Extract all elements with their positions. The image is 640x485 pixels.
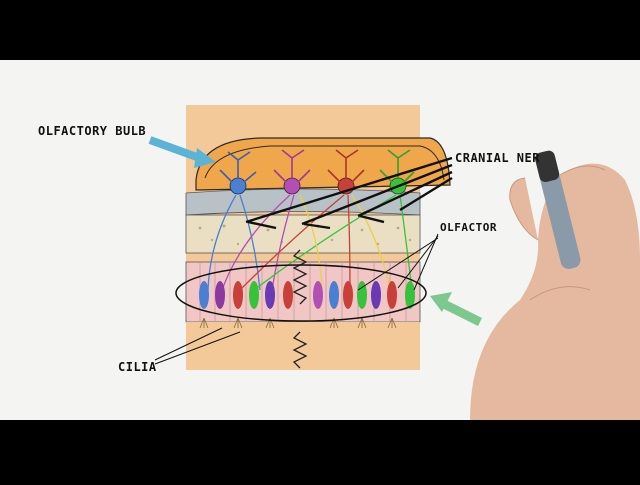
olfactory-anatomy-panel [185, 105, 451, 370]
cilia-label: CILIA [118, 360, 157, 374]
olfactory-bulb-label: OLFACTORY BULB [38, 124, 147, 138]
support-cell-zigzag [292, 249, 308, 305]
cribriform-plate [185, 214, 421, 254]
mitral-cell-purple [273, 149, 311, 195]
marker-pen-icon [535, 150, 581, 269]
olfactory-receptor-label: OLFACTOR [440, 221, 497, 234]
mitral-cell-blue [219, 151, 257, 195]
cranial-nerve-label: CRANIAL NER [455, 151, 540, 165]
drawing-hand-icon [470, 163, 640, 421]
cranial-nerve-pointer-lines [245, 156, 453, 230]
olfactory-pointer-lines [357, 233, 439, 291]
epithelium-circle [175, 264, 427, 322]
receptor-arrow [437, 297, 483, 327]
receptor-cells [199, 281, 415, 309]
cilia-pointer-lines [154, 327, 241, 365]
